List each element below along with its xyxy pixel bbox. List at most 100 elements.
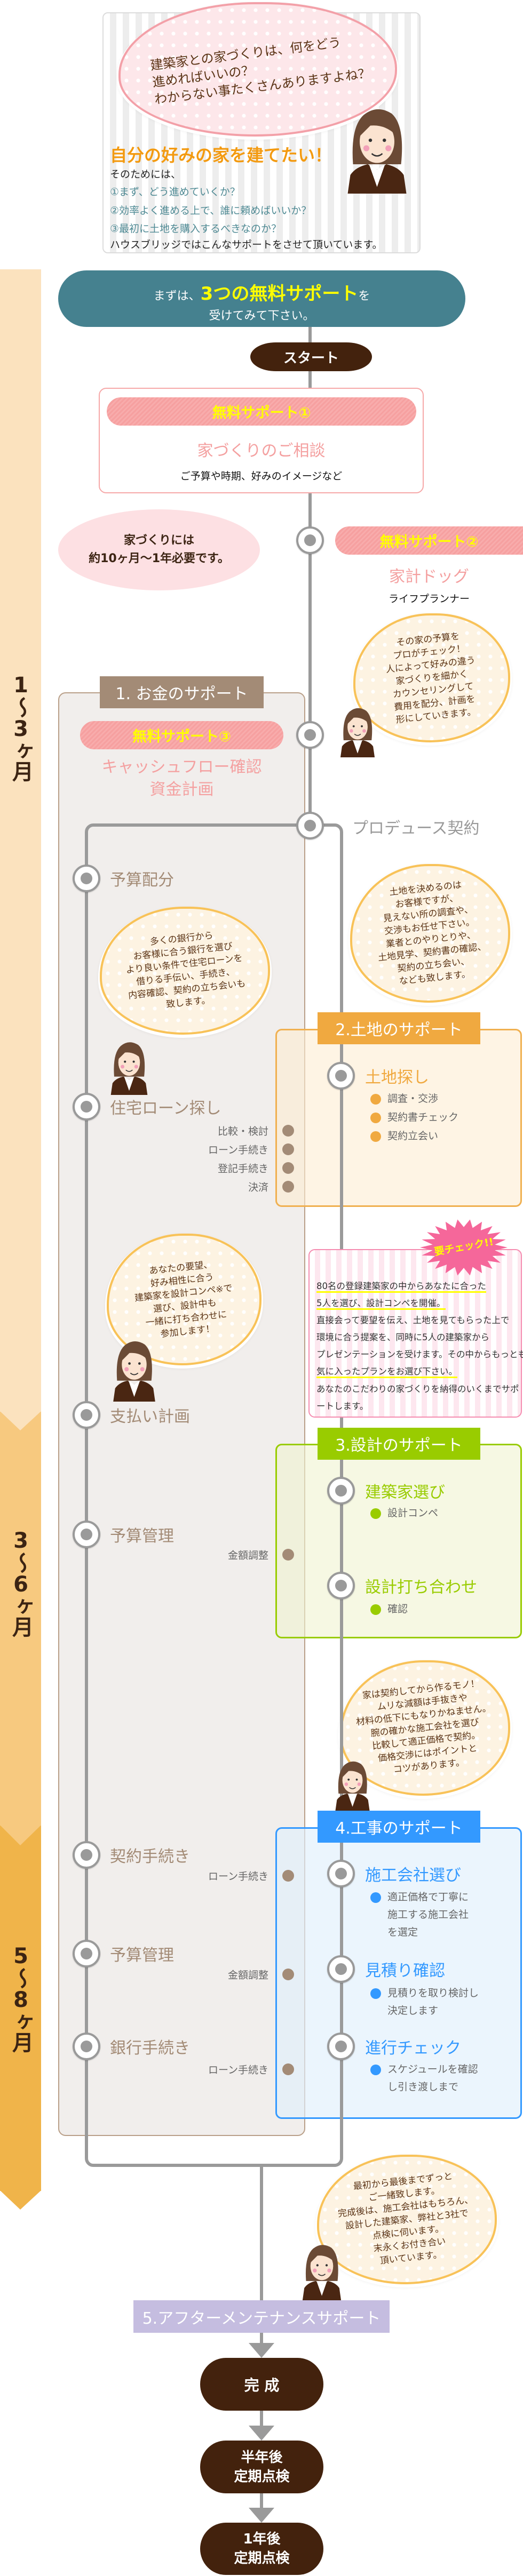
item-line: 決定します [387, 2005, 439, 2017]
land-item: 調査・交渉 [370, 1090, 438, 1108]
sub-step-label: ローン手続き [208, 1144, 268, 1156]
half-year-line: 定期点検 [234, 2468, 290, 2485]
check-line-text: 5人を選び、設計コンペを開催。 [316, 1298, 446, 1310]
arrow-down-icon [249, 2343, 274, 2358]
bullet-dot [370, 1988, 381, 1999]
sub-step-label: 決済 [248, 1181, 268, 1194]
free-support-1-badge: 無料サポート① [107, 397, 416, 426]
intro-question-2: ②効率よく進める上で、誰に頼めばいいか？ [110, 205, 312, 217]
item-line: スケジュールを確認 [387, 2063, 478, 2075]
complete-pill: 完 成 [200, 2358, 323, 2411]
design-support-tab: 3.設計のサポート [318, 1428, 480, 1460]
check-burst: 要チェック!! [419, 1219, 508, 1276]
item-line: 施工する施工会社 [387, 1909, 469, 1921]
item-line: し引き渡しまで [387, 2081, 459, 2093]
design-item-label: 設計コンペ [387, 1507, 439, 1519]
node-design-meeting [327, 1572, 355, 1599]
sub-step-label: 金額調整 [227, 1969, 268, 1981]
period-bar-2 [0, 1412, 41, 1826]
after-support-bar: 5.アフターメンテナンスサポート [133, 2300, 390, 2333]
produce-contract-label: プロデュース契約 [352, 819, 480, 838]
construction-step-title: 進行チェック [365, 2039, 461, 2058]
node-step [73, 1093, 100, 1121]
sub-step-dot [282, 2063, 294, 2075]
node-step [73, 1940, 100, 1967]
land-speech-bubble: 土地を決めるのは お客様ですが、 見えない所の調査や、 交渉もお任せ下さい。 業… [350, 864, 510, 1003]
sub-step-label: 比較・検討 [217, 1125, 268, 1138]
free-support-2-desc: ライフプランナー [388, 593, 470, 605]
node-step [73, 865, 100, 892]
woman-illustration [325, 1756, 380, 1811]
sub-step-dot [282, 1870, 294, 1882]
period-label-1: 1〜3ヶ月 [9, 673, 33, 781]
woman-illustration [108, 1028, 150, 1095]
intro-headline: 自分の好みの家を建てたい！ [110, 145, 332, 165]
sub-step-dot [282, 1125, 294, 1137]
design-step-title: 建築家選び [365, 1483, 445, 1502]
duration-note-line: 家づくりには [123, 534, 194, 547]
bullet-dot [370, 2065, 381, 2075]
flow-line [260, 2411, 263, 2427]
land-support-box [275, 1029, 522, 1207]
period-bar-3-arrow [0, 2190, 41, 2210]
design-item-label: 確認 [387, 1603, 408, 1615]
period-label-2: 3〜6ヶ月 [9, 1529, 33, 1636]
bank-speech-bubble: 多くの銀行から お客様に合う銀行を選び より良い条件で住宅ローンを 借りる手伝い… [100, 907, 270, 1035]
sub-step-dot [282, 1181, 294, 1193]
step-label: 予算管理 [110, 1946, 174, 1965]
design-support-box [275, 1444, 522, 1638]
sub-step-label: ローン手続き [208, 2064, 268, 2076]
half-year-inspection-pill: 半年後 定期点検 [200, 2441, 323, 2493]
sub-step-dot [282, 1162, 294, 1174]
node-step [73, 1401, 100, 1429]
woman-illustration [110, 1335, 159, 1402]
step-label: 支払い計画 [110, 1407, 190, 1426]
node-land-search [327, 1062, 355, 1090]
step-label: 銀行手続き [110, 2039, 190, 2058]
free-support-2-title: 家計ドッグ [389, 567, 469, 586]
woman-illustration [344, 90, 410, 194]
bullet-dot [370, 1094, 381, 1105]
node-free-support-2 [296, 526, 324, 554]
node-estimate-check [327, 1955, 355, 1983]
duration-note: 家づくりには 約10ヶ月〜1年必要です。 [58, 509, 260, 590]
land-item: 契約書チェック [370, 1109, 458, 1126]
construction-item: 見積りを取り検討し決定します [370, 1985, 479, 2020]
banner-prefix: まずは、 [153, 290, 201, 303]
construction-item-text: スケジュールを確認し引き渡しまで [387, 2061, 478, 2096]
land-support-tab: 2.土地のサポート [318, 1012, 480, 1044]
item-line: を選定 [387, 1926, 418, 1938]
node-free-support-3 [296, 721, 324, 749]
construction-item-text: 見積りを取り検討し決定します [387, 1985, 479, 2020]
construction-item-text: 適正価格で丁寧に施工する施工会社を選定 [387, 1889, 469, 1941]
period-bar-1-arrow [0, 1411, 41, 1430]
one-year-inspection-pill: 1年後 定期点検 [200, 2523, 323, 2575]
design-step-title: 設計打ち合わせ [365, 1578, 477, 1597]
item-line: 見積りを取り検討し [387, 1987, 479, 1999]
banner-suffix: を [358, 290, 370, 303]
design-item: 確認 [370, 1601, 408, 1618]
main-flow-line [308, 325, 312, 827]
intro-speech-bubble: 建築家との家づくりは、何をどう 進めればいいの？ わからない事たくさんありますよ… [118, 2, 397, 137]
complete-label: 完 成 [244, 2376, 280, 2394]
node-progress-check [327, 2033, 355, 2060]
lifeplan-speech-bubble: その家の予算を プロがチェック！ 人によって好みの違う 家づくりを細かく カウン… [353, 613, 510, 742]
period-label-3: 5〜8ヶ月 [9, 1944, 33, 2052]
node-step [73, 1521, 100, 1548]
construction-item: 適正価格で丁寧に施工する施工会社を選定 [370, 1889, 469, 1941]
merge-flow-line [260, 2165, 263, 2344]
bullet-dot [370, 1604, 381, 1615]
woman-illustration [300, 2234, 344, 2300]
land-item-label: 契約書チェック [387, 1111, 459, 1123]
one-year-line: 1年後 [243, 2531, 281, 2547]
land-item-label: 契約立会い [387, 1130, 439, 1142]
period-bar-2-arrow [0, 1825, 41, 1845]
check-line: 5人を選び、設計コンペを開催。 [316, 1295, 521, 1312]
construction-support-tab: 4.工事のサポート [318, 1811, 480, 1843]
bullet-dot [370, 1508, 381, 1519]
half-year-line: 半年後 [241, 2449, 283, 2466]
start-label: スタート [283, 350, 339, 366]
construction-item: スケジュールを確認し引き渡しまで [370, 2061, 478, 2096]
construction-support-box [275, 1827, 522, 2119]
